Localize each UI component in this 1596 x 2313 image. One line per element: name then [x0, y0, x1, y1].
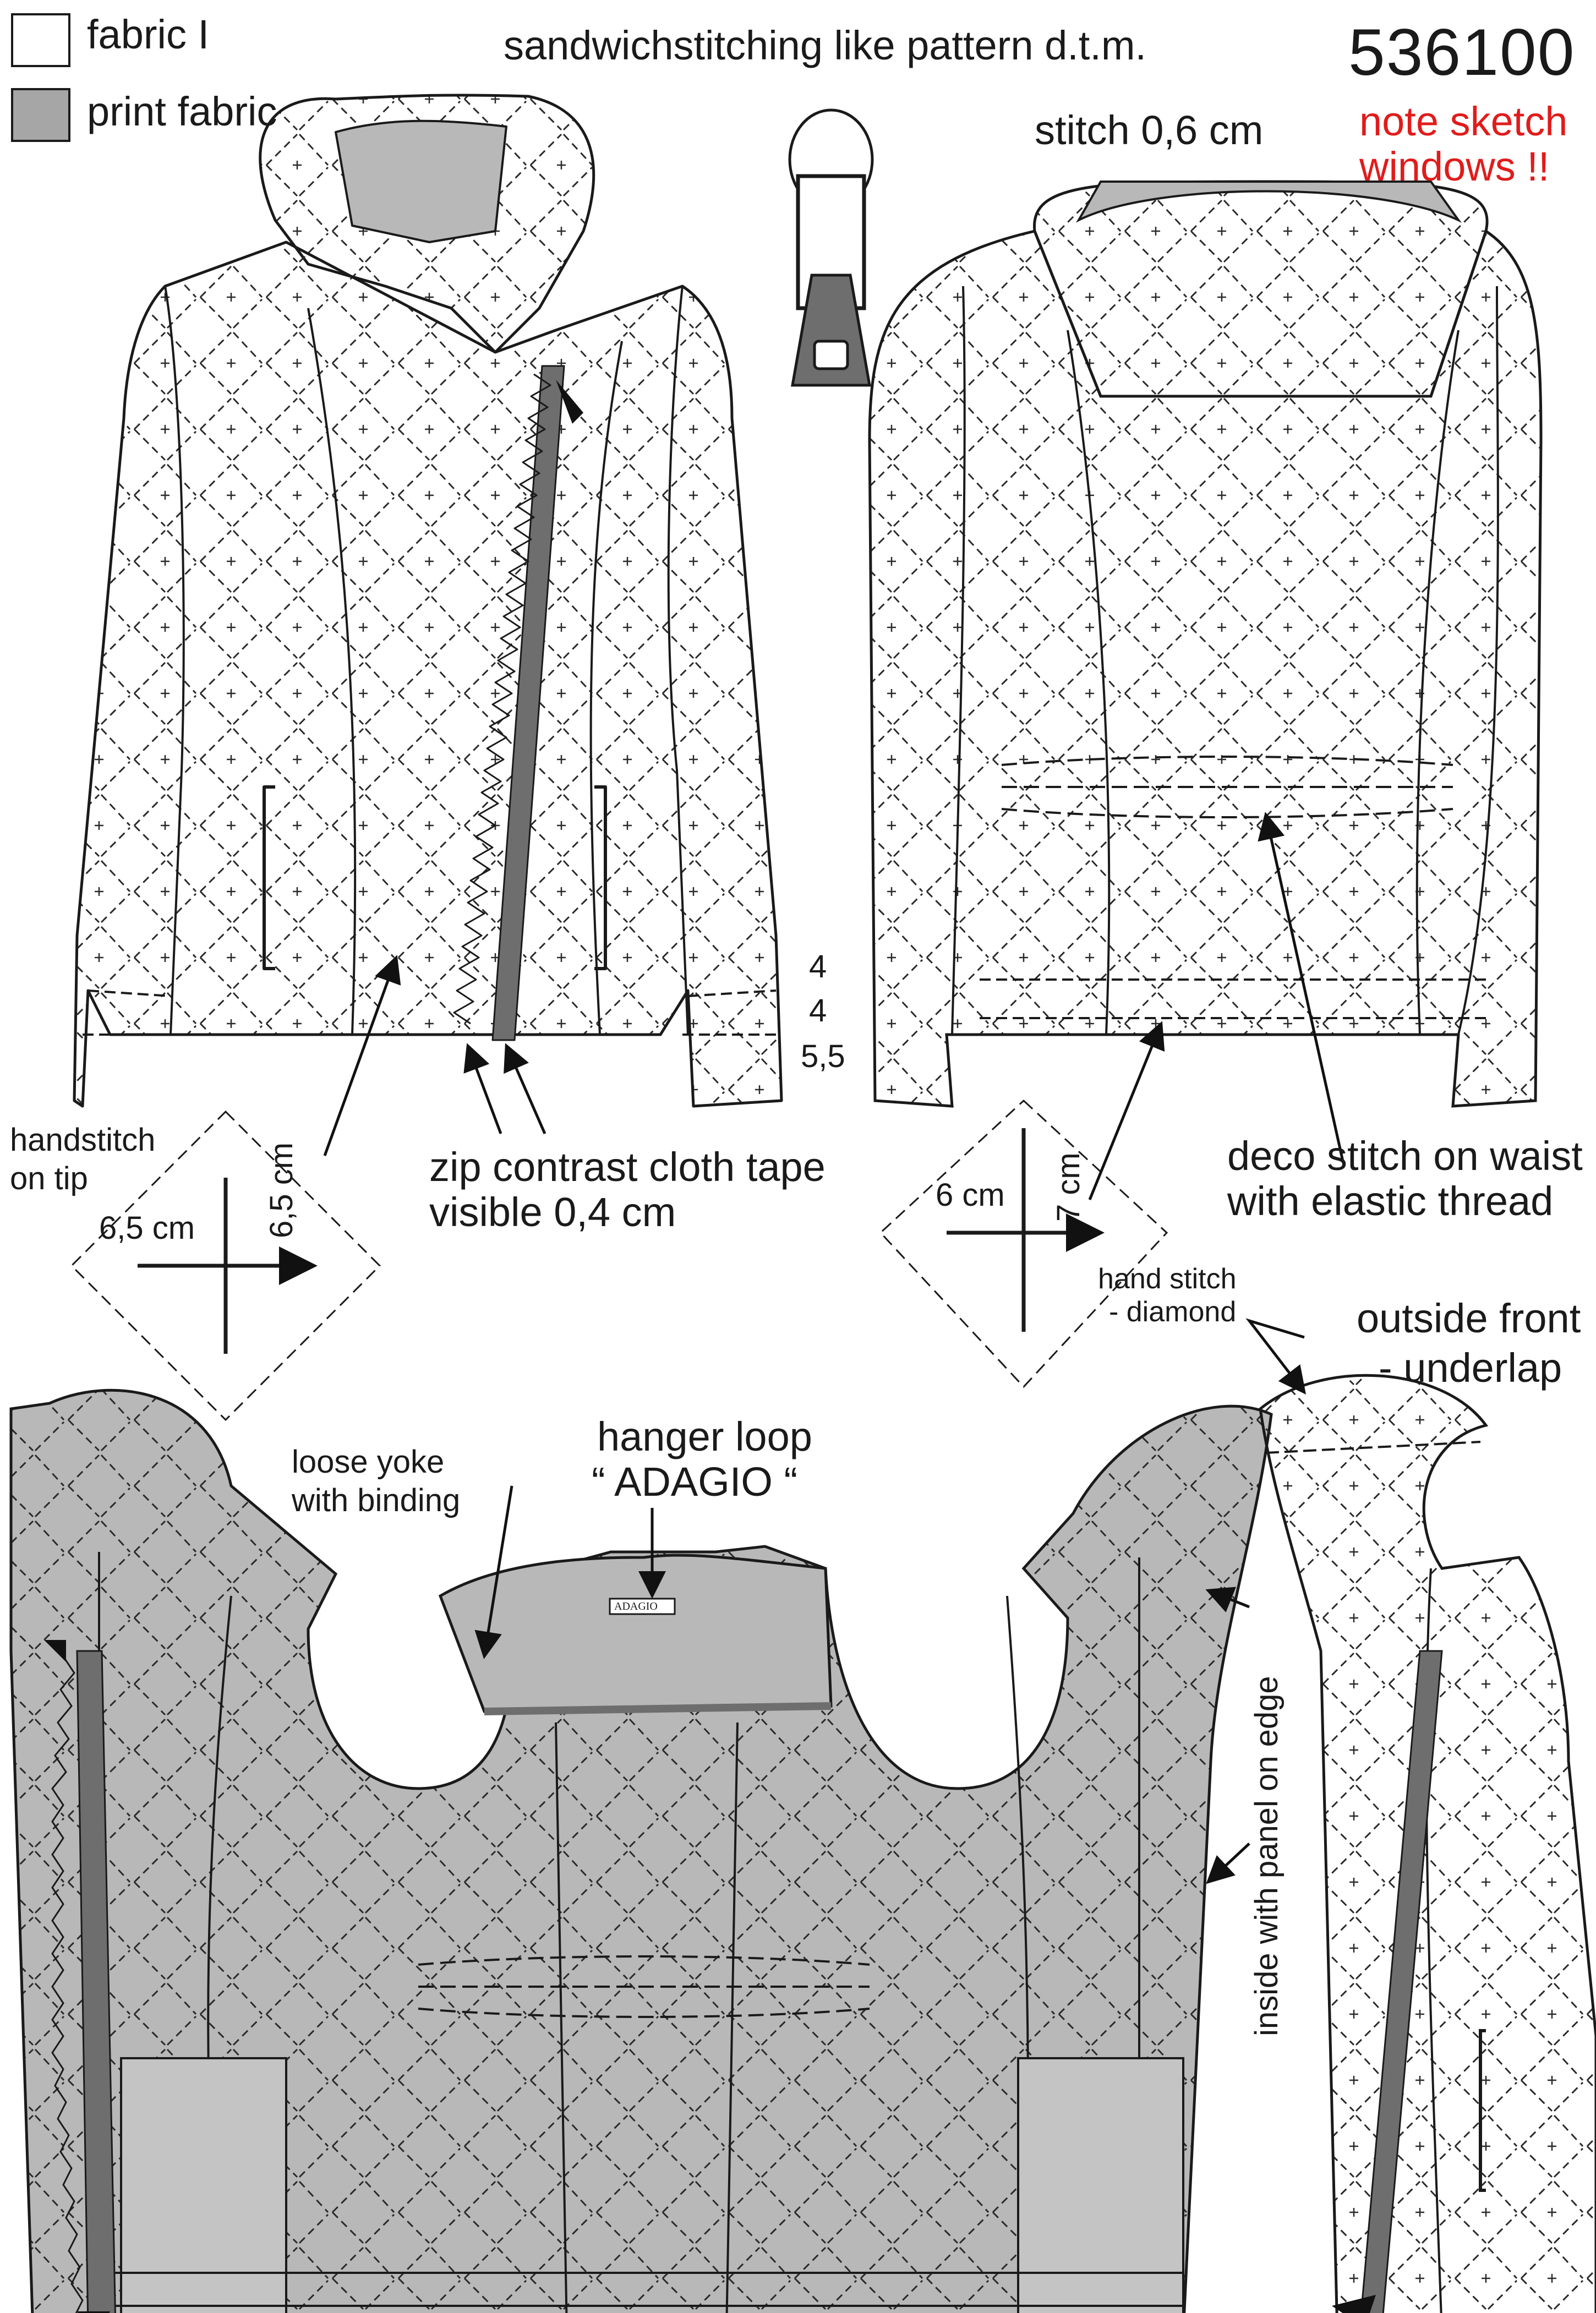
- front-zip-tape: [491, 365, 565, 1041]
- outside-front-2: - underlap: [1379, 1345, 1562, 1391]
- loose-yoke-1: loose yoke: [292, 1444, 445, 1480]
- loose-yoke: [438, 1554, 833, 1713]
- page-title: sandwichstitching like pattern d.t.m.: [504, 23, 1147, 68]
- stitch-spec: stitch 0,6 cm: [1035, 107, 1264, 153]
- deco-stitch-2: with elastic thread: [1227, 1178, 1554, 1224]
- hem-measure-3: 5,5: [801, 1038, 845, 1074]
- waist-deco-stitch: [1001, 756, 1453, 818]
- back-body: [868, 229, 1543, 1108]
- inside-view-jacket: [9, 1388, 1273, 2313]
- legend-label-print: print fabric: [87, 89, 277, 134]
- back-view-jacket: [868, 180, 1543, 1108]
- hem-measure-1: 4: [809, 949, 827, 985]
- deco-stitch-1: deco stitch on waist: [1227, 1133, 1583, 1179]
- adagio-tag: [609, 1598, 676, 1615]
- zip-callout-1: zip contrast cloth tape: [429, 1144, 826, 1190]
- underlap-panel: [1259, 1374, 1596, 2313]
- hem-measure-2: 4: [809, 993, 827, 1029]
- back-hood: [1032, 180, 1489, 398]
- cross-arrows-icon-left: [70, 1110, 381, 1421]
- left-diamond-width: 6,5 cm: [99, 1210, 195, 1246]
- right-diamond-height: 7 cm: [1051, 1152, 1086, 1222]
- adagio-tag-text: ADAGIO: [614, 1600, 658, 1612]
- legend-swatch-fabric: [11, 13, 70, 67]
- style-number: 536100: [1348, 15, 1576, 89]
- zipper-pull-icon: [788, 108, 874, 387]
- note-line-1: note sketch: [1359, 99, 1568, 144]
- hanger-loop-2: “ ADAGIO “: [592, 1459, 798, 1505]
- note-line-2: windows !!: [1359, 144, 1550, 189]
- handstitch-label-1: handstitch: [10, 1122, 156, 1158]
- zip-callout-2: visible 0,4 cm: [429, 1189, 676, 1235]
- handstitch-label-2: on tip: [10, 1161, 88, 1196]
- hand-stitch-diamond-2: - diamond: [1109, 1296, 1237, 1328]
- cross-arrows-icon-right: [879, 1099, 1168, 1388]
- front-view-jacket: [73, 94, 783, 1108]
- hood-lining: [335, 119, 507, 243]
- right-diamond-width: 6 cm: [936, 1177, 1005, 1213]
- outside-front-1: outside front: [1357, 1295, 1581, 1341]
- outside-front-underlap: [1259, 1374, 1596, 2313]
- legend-label-fabric: fabric I: [87, 12, 210, 57]
- inside-panel-label: inside with panel on edge: [1249, 1676, 1285, 2036]
- hand-stitch-diamond-1: hand stitch: [1098, 1263, 1237, 1295]
- left-diamond-height: 6,5 cm: [264, 1142, 299, 1238]
- loose-yoke-2: with binding: [292, 1483, 461, 1518]
- hanger-loop-1: hanger loop: [597, 1414, 812, 1459]
- legend-swatch-print: [11, 88, 70, 142]
- arrow-icon: [323, 812, 1344, 1884]
